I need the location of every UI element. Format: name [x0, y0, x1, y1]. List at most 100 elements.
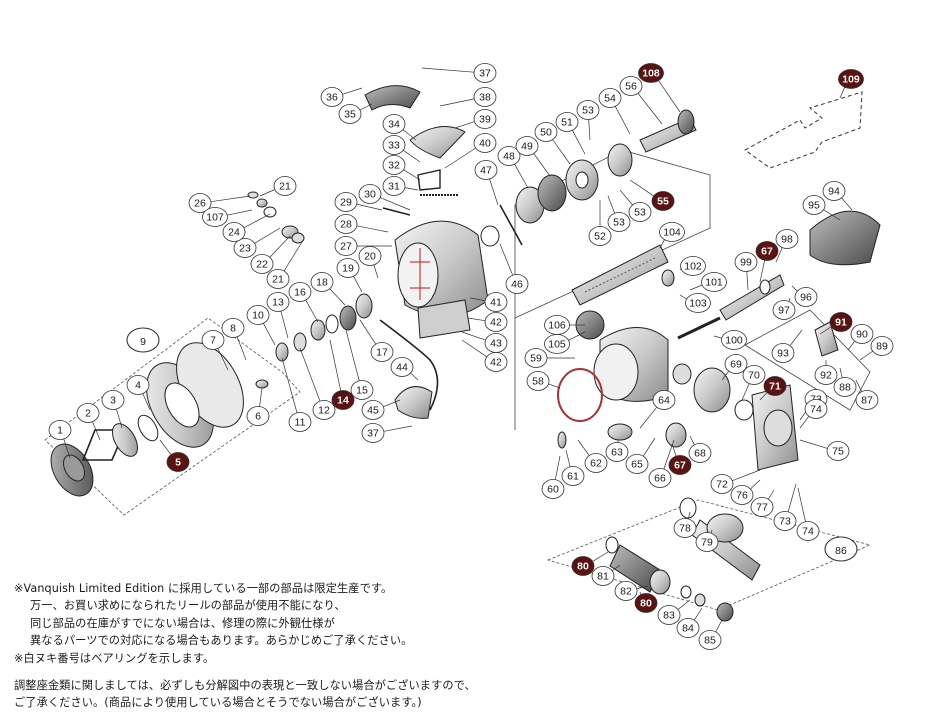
part-callout-21[interactable]: 21 [266, 269, 290, 289]
part-callout-20[interactable]: 20 [358, 246, 382, 266]
part-callout-67[interactable]: 67 [755, 241, 779, 261]
part-callout-1[interactable]: 1 [48, 420, 72, 440]
part-callout-45[interactable]: 45 [361, 400, 385, 420]
part-callout-105[interactable]: 105 [544, 334, 570, 354]
part-callout-37[interactable]: 37 [473, 63, 497, 83]
part-callout-49[interactable]: 49 [515, 136, 539, 156]
part-callout-44[interactable]: 44 [390, 357, 414, 377]
part-callout-51[interactable]: 51 [555, 112, 579, 132]
part-callout-108[interactable]: 108 [638, 63, 664, 83]
part-callout-55[interactable]: 55 [651, 191, 675, 211]
part-callout-61[interactable]: 61 [561, 466, 585, 486]
part-callout-97[interactable]: 97 [772, 300, 796, 320]
part-callout-53[interactable]: 53 [607, 212, 631, 232]
part-callout-22[interactable]: 22 [250, 254, 274, 274]
part-callout-68[interactable]: 68 [688, 443, 712, 463]
part-callout-102[interactable]: 102 [680, 256, 706, 276]
part-callout-4[interactable]: 4 [126, 375, 150, 395]
part-callout-62[interactable]: 62 [584, 453, 608, 473]
part-callout-72[interactable]: 72 [710, 474, 734, 494]
part-callout-87[interactable]: 87 [855, 390, 879, 410]
part-callout-36[interactable]: 36 [320, 87, 344, 107]
part-callout-101[interactable]: 101 [701, 272, 727, 292]
part-callout-42[interactable]: 42 [484, 312, 508, 332]
part-callout-94[interactable]: 94 [822, 181, 846, 201]
part-callout-18[interactable]: 18 [310, 272, 334, 292]
part-callout-26[interactable]: 26 [188, 193, 212, 213]
part-callout-100[interactable]: 100 [721, 330, 747, 350]
part-callout-41[interactable]: 41 [484, 292, 508, 312]
part-callout-74[interactable]: 74 [796, 521, 820, 541]
part-callout-34[interactable]: 34 [382, 114, 406, 134]
part-callout-58[interactable]: 58 [526, 371, 550, 391]
part-callout-53[interactable]: 53 [576, 100, 600, 120]
part-callout-35[interactable]: 35 [338, 104, 362, 124]
part-callout-23[interactable]: 23 [233, 238, 257, 258]
part-callout-9[interactable]: 9 [126, 327, 160, 353]
part-callout-10[interactable]: 10 [246, 305, 270, 325]
part-callout-99[interactable]: 99 [734, 252, 758, 272]
part-callout-103[interactable]: 103 [685, 293, 711, 313]
part-callout-88[interactable]: 88 [833, 377, 857, 397]
part-callout-46[interactable]: 46 [505, 274, 529, 294]
part-callout-59[interactable]: 59 [524, 348, 548, 368]
part-callout-77[interactable]: 77 [750, 497, 774, 517]
part-callout-80[interactable]: 80 [634, 593, 658, 613]
part-callout-80[interactable]: 80 [571, 556, 595, 576]
part-callout-21[interactable]: 21 [273, 176, 297, 196]
part-callout-85[interactable]: 85 [698, 630, 722, 650]
part-callout-14[interactable]: 14 [331, 390, 355, 410]
part-callout-98[interactable]: 98 [775, 229, 799, 249]
part-callout-91[interactable]: 91 [829, 312, 853, 332]
part-callout-109[interactable]: 109 [838, 69, 864, 89]
part-callout-104[interactable]: 104 [659, 222, 685, 242]
part-callout-86[interactable]: 86 [824, 536, 858, 562]
part-callout-11[interactable]: 11 [288, 412, 312, 432]
part-callout-28[interactable]: 28 [334, 214, 358, 234]
part-callout-70[interactable]: 70 [742, 365, 766, 385]
part-callout-95[interactable]: 95 [802, 195, 826, 215]
part-callout-50[interactable]: 50 [534, 122, 558, 142]
part-callout-73[interactable]: 73 [773, 511, 797, 531]
part-callout-52[interactable]: 52 [588, 226, 612, 246]
part-callout-33[interactable]: 33 [382, 135, 406, 155]
part-callout-106[interactable]: 106 [544, 315, 570, 335]
part-callout-31[interactable]: 31 [382, 176, 406, 196]
part-callout-27[interactable]: 27 [334, 236, 358, 256]
part-callout-63[interactable]: 63 [605, 442, 629, 462]
part-callout-32[interactable]: 32 [382, 155, 406, 175]
part-callout-65[interactable]: 65 [625, 454, 649, 474]
part-callout-76[interactable]: 76 [730, 485, 754, 505]
part-callout-40[interactable]: 40 [473, 133, 497, 153]
part-callout-107[interactable]: 107 [202, 207, 228, 227]
part-callout-96[interactable]: 96 [794, 287, 818, 307]
part-callout-47[interactable]: 47 [474, 160, 498, 180]
part-callout-29[interactable]: 29 [334, 192, 358, 212]
part-callout-15[interactable]: 15 [350, 380, 374, 400]
part-callout-37[interactable]: 37 [361, 423, 385, 443]
part-callout-83[interactable]: 83 [657, 605, 681, 625]
part-callout-13[interactable]: 13 [266, 292, 290, 312]
part-callout-74[interactable]: 74 [804, 399, 828, 419]
part-callout-81[interactable]: 81 [591, 566, 615, 586]
part-callout-84[interactable]: 84 [676, 618, 700, 638]
part-callout-71[interactable]: 71 [763, 376, 787, 396]
part-callout-79[interactable]: 79 [695, 532, 719, 552]
part-callout-89[interactable]: 89 [870, 336, 894, 356]
part-callout-93[interactable]: 93 [771, 343, 795, 363]
part-callout-67[interactable]: 67 [668, 455, 692, 475]
part-callout-5[interactable]: 5 [166, 452, 190, 472]
part-callout-38[interactable]: 38 [473, 87, 497, 107]
part-callout-75[interactable]: 75 [826, 441, 850, 461]
part-callout-16[interactable]: 16 [288, 282, 312, 302]
part-callout-8[interactable]: 8 [221, 318, 245, 338]
part-callout-53[interactable]: 53 [628, 202, 652, 222]
part-callout-56[interactable]: 56 [619, 76, 643, 96]
part-callout-90[interactable]: 90 [850, 324, 874, 344]
part-callout-19[interactable]: 19 [336, 258, 360, 278]
part-callout-2[interactable]: 2 [76, 403, 100, 423]
part-callout-17[interactable]: 17 [370, 342, 394, 362]
part-callout-39[interactable]: 39 [473, 109, 497, 129]
part-callout-48[interactable]: 48 [497, 146, 521, 166]
part-callout-92[interactable]: 92 [814, 365, 838, 385]
